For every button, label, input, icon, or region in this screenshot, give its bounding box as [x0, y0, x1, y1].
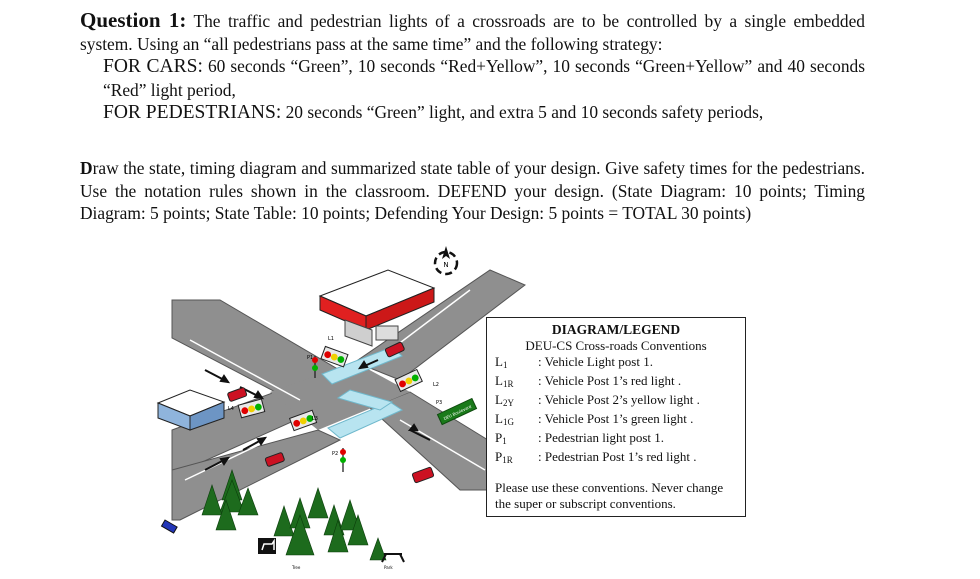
picnic-table-icon — [381, 553, 405, 563]
legend-symbol: L — [495, 354, 503, 369]
gas-station-building — [318, 269, 436, 347]
compass-icon: N — [433, 246, 459, 276]
crosswalk — [336, 389, 394, 411]
task-text: raw the state, timing diagram and summar… — [80, 158, 865, 223]
car — [384, 341, 405, 358]
lane-line — [184, 429, 291, 481]
label-p1: P1 — [307, 355, 313, 361]
traffic-arrows — [204, 359, 431, 471]
cars-text: 60 seconds “Green”, 10 seconds “Red+Yell… — [103, 56, 866, 100]
legend-row: P1R : Pedestrian Post 1’s red light . — [495, 449, 737, 468]
legend-subscript: 1G — [502, 417, 514, 427]
trees — [201, 469, 387, 561]
legend-row: L2Y : Vehicle Post 2’s yellow light . — [495, 392, 737, 411]
pedestrian-light-post-2 — [340, 448, 346, 472]
pedestrian-light-post-1 — [312, 356, 318, 378]
tree-caption: Tree — [291, 565, 301, 570]
legend-title: DIAGRAM/LEGEND — [551, 322, 681, 337]
question-label: Question 1: — [80, 8, 187, 32]
legend-symbol: L — [495, 392, 503, 407]
legend-symbol: L — [495, 411, 503, 426]
question-paragraph: Question 1: The traffic and pedestrian l… — [80, 9, 865, 125]
legend-description: : Pedestrian light post 1. — [538, 430, 665, 445]
legend-note: Please use these conventions. Never chan… — [495, 480, 724, 511]
bus-stop-sign — [160, 519, 178, 534]
legend-symbol: L — [495, 373, 503, 388]
legend-description: : Pedestrian Post 1’s red light . — [538, 449, 697, 464]
legend-rows: L1: Vehicle Light post 1. L1R: Vehicle P… — [495, 354, 737, 468]
compass-label: N — [443, 261, 448, 269]
legend-symbol: P — [495, 430, 503, 445]
legend-subtitle: DEU-CS Cross-roads Conventions — [525, 338, 707, 353]
car — [227, 387, 248, 402]
legend-description: : Vehicle Post 1’s red light . — [538, 373, 682, 388]
car — [411, 466, 435, 484]
task-dropcap: D — [80, 158, 93, 178]
vehicle-light-post-3 — [288, 409, 318, 432]
legend-subscript: 1R — [502, 455, 513, 465]
legend-subscript: 1 — [502, 360, 508, 370]
task-paragraph: Draw the state, timing diagram and summa… — [80, 157, 865, 225]
label-l2: L2 — [433, 382, 439, 388]
car — [264, 452, 285, 467]
legend-description: : Vehicle Light post 1. — [538, 354, 653, 369]
dog-icon — [258, 538, 276, 554]
vehicle-light-post-1 — [320, 345, 349, 368]
pedestrians-label: FOR PEDESTRIANS: — [103, 102, 282, 123]
legend-subscript: 2Y — [502, 398, 514, 408]
label-l3: L3 — [312, 416, 318, 422]
vehicle-light-post-2 — [394, 368, 423, 393]
legend-subscript: 1R — [502, 379, 514, 389]
legend-row: L1R : Vehicle Post 1’s red light . — [495, 373, 737, 392]
label-l4: L4 — [228, 406, 234, 412]
legend-row: L1G : Vehicle Post 1’s green light . — [495, 411, 737, 430]
crosswalk — [327, 401, 404, 439]
cars-label: FOR CARS: — [103, 56, 203, 77]
lane-line — [189, 339, 301, 401]
label-p2: P2 — [332, 451, 338, 457]
legend-symbol: P — [495, 449, 503, 464]
left-building — [156, 389, 226, 431]
label-l1: L1 — [328, 336, 334, 342]
legend-subscript: 1 — [502, 436, 507, 446]
diagram-legend: DIAGRAM/LEGEND DEU-CS Cross-roads Conven… — [486, 317, 746, 517]
question-intro: The traffic and pedestrian lights of a c… — [80, 11, 865, 54]
park-caption: Park — [384, 565, 393, 570]
pedestrians-text: 20 seconds “Green” light, and extra 5 an… — [281, 102, 764, 122]
legend-row: P1 : Pedestrian light post 1. — [495, 430, 737, 449]
vehicle-light-post-4 — [237, 398, 266, 419]
legend-row: L1 : Vehicle Light post 1. — [495, 354, 737, 373]
legend-description: : Vehicle Post 1’s green light . — [538, 411, 694, 426]
legend-description: : Vehicle Post 2’s yellow light . — [538, 392, 700, 407]
label-p3: P3 — [436, 400, 442, 406]
